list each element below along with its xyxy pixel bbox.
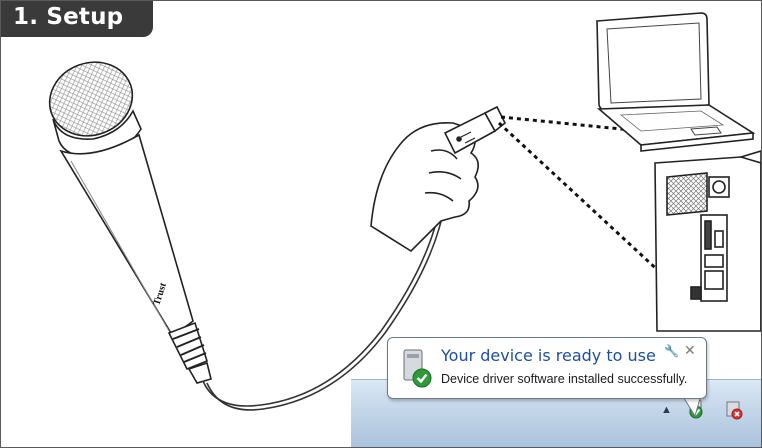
- step-title-tab: 1. Setup: [1, 1, 153, 37]
- network-error-icon[interactable]: [725, 400, 743, 420]
- usb-cable: [202, 150, 450, 407]
- laptop: [596, 12, 756, 152]
- device-ready-notification[interactable]: Your device is ready to use Device drive…: [387, 337, 707, 399]
- tray-expand-arrow-icon[interactable]: ▲: [661, 404, 672, 416]
- microphone-handle: [59, 133, 194, 334]
- notification-title: Your device is ready to use: [441, 346, 656, 365]
- step-title: 1. Setup: [13, 4, 124, 30]
- device-icon: [403, 349, 432, 388]
- notification-message: Device driver software installed success…: [441, 372, 688, 386]
- wrench-icon[interactable]: 🔧: [664, 344, 679, 358]
- close-icon[interactable]: ✕: [684, 343, 696, 359]
- microphone-grille: [48, 61, 134, 137]
- microphone: Trust: [48, 61, 212, 384]
- desktop-tower: [654, 150, 761, 332]
- hand: [370, 122, 479, 253]
